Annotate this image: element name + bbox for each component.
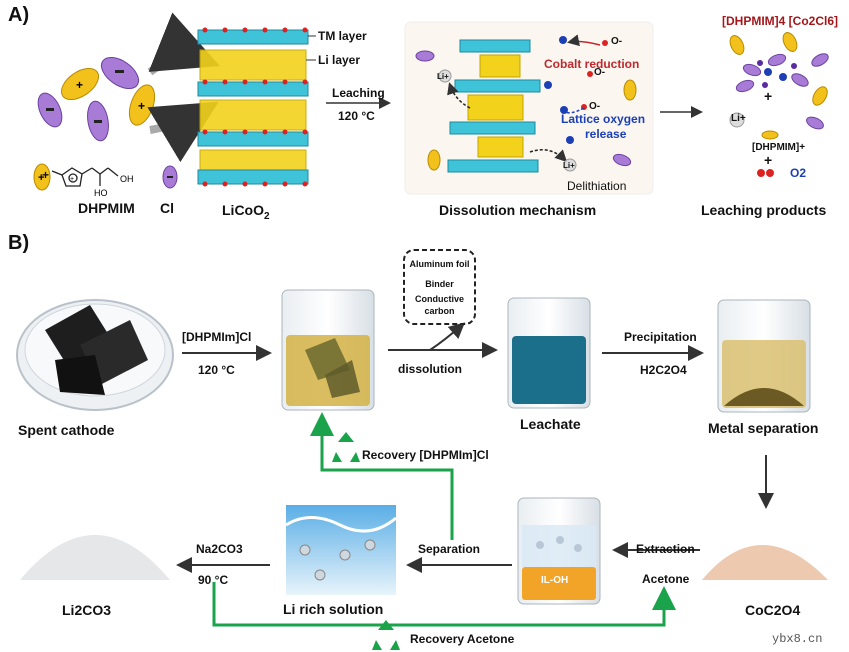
lattice-oxygen-label-2: release [585,127,627,141]
li2co3-label: Li2CO3 [62,602,112,618]
panel-b-label: B) [8,232,30,254]
licoo2-lattice [197,27,309,187]
dhpmim-structure [51,167,119,187]
recovery-il-label: Recovery [DHPMIm]Cl [362,448,489,462]
acetone-label: Acetone [642,572,690,586]
cl-label: Cl [160,200,174,216]
residue-carbon: carbon [424,306,455,316]
cobalt-reduction-label: Cobalt reduction [544,57,640,71]
recycle-icon [372,620,400,650]
metal-separation-label: Metal separation [708,420,819,436]
licoo2-label: LiCoO2 [222,202,270,222]
leaching-label: Leaching [332,86,385,100]
li-ion-label: Li+ [437,72,449,81]
leachate-label: Leachate [520,416,581,432]
separation-label: Separation [418,542,481,556]
temp2-label: 90 °C [198,573,229,587]
product-complex-label: [DHPMIM]4 [Co2Cl6] [722,14,838,28]
svg-text:+: + [70,176,74,183]
spent-cathode-label: Spent cathode [18,422,115,438]
plus-sign: + [764,88,773,104]
tm-layer-label: TM layer [318,29,367,43]
residue-binder: Binder [425,279,454,289]
lattice-oxygen-label-1: Lattice oxygen [561,112,646,126]
il-oh-label: IL-OH [541,575,569,586]
li-layer-label: Li layer [318,53,361,67]
residue-aluminum-foil: Aluminum foil [409,259,470,269]
spent-cathode-dish [16,299,174,411]
panel-a-label: A) [8,4,30,26]
dissolution-lattice [447,39,541,173]
li-ion-label: Li+ [731,113,746,124]
svg-text:+: + [138,99,145,113]
oxalic-acid-label: H2C2O4 [640,363,687,377]
svg-text:+: + [76,78,83,92]
recycle-icon [332,432,360,462]
li-rich-solution-label: Li rich solution [283,601,384,617]
recovery-acetone-label: Recovery Acetone [410,632,515,646]
residue-conductive: Conductive [414,294,464,304]
li-rich-solution-image [285,505,397,595]
beaker-metal-separation [717,299,811,413]
beaker-extraction [517,497,601,605]
beaker-leachate [507,297,591,409]
beaker-dissolution [281,289,375,411]
product-cation-label: [DHPMIM]+ [752,142,806,153]
leaching-temp-label: 120 °C [338,109,375,123]
precipitation-label: Precipitation [624,330,697,344]
plus-sign: + [764,152,773,168]
o2-label: O2 [790,166,807,180]
o-minus-label: O- [594,67,606,78]
o-minus-label: O- [611,36,623,47]
o-minus-label: O- [589,101,601,112]
svg-text:+: + [38,172,44,184]
dissolution-mechanism-title: Dissolution mechanism [439,202,597,218]
cation-plus: + [42,168,50,182]
svg-text:OH: OH [120,174,134,184]
watermark: ybx8.cn [772,632,823,646]
leaching-products-title: Leaching products [701,202,827,218]
svg-text:HO: HO [94,188,108,198]
delithiation-label: Delithiation [567,179,627,193]
extraction-label: Extraction [636,542,695,556]
dhpmim-label: DHPMIM [78,200,135,216]
cobalt-oxalate-label: CoC2O4 [745,602,801,618]
na2co3-label: Na2CO3 [196,542,243,556]
temp-label: 120 °C [198,363,235,377]
il-name-label: [DHPMIm]Cl [182,330,252,344]
product-cluster [729,32,829,177]
dissolution-label: dissolution [398,362,462,376]
li-ion-label: Li+ [563,161,575,170]
